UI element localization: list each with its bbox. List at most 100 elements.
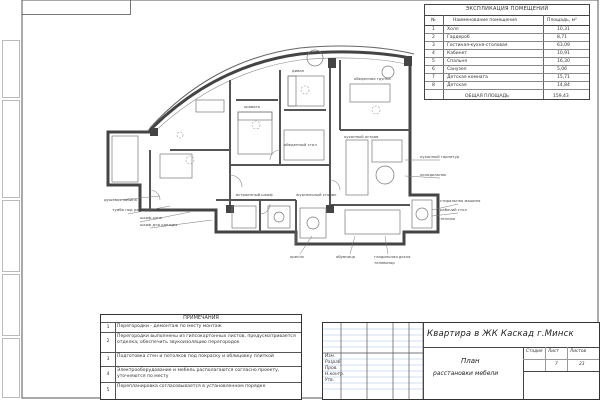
notes-divider (115, 322, 116, 399)
plan-label: холодильник (420, 172, 447, 177)
plan-label: стиральная машина (440, 198, 480, 203)
sheet-title: План (461, 357, 480, 365)
furniture (111, 49, 433, 239)
explication-title: ЭКСПЛИКАЦИЯ ПОМЕЩЕНИЙ (465, 6, 549, 12)
plan-label: тумба под раковину (112, 207, 153, 212)
role-label: Изм. (325, 354, 336, 359)
title-divider (523, 359, 599, 360)
frame-tab (22, 0, 131, 15)
total-row: ОБЩАЯ ПЛОЩАДЬ 159,43 (425, 93, 589, 101)
row-area: 14,84 (557, 82, 570, 88)
row-area: 15,71 (557, 74, 570, 80)
title-grid (323, 323, 423, 399)
row-name: Холл (447, 26, 459, 32)
sheet-border (21, 0, 599, 399)
explication-table: ЭКСПЛИКАЦИЯ ПОМЕЩЕНИЙ № Наименование пом… (424, 4, 590, 100)
total-value: 159,43 (553, 94, 569, 99)
note-row: 3 Подготовка стен и потолков под покраск… (101, 352, 301, 367)
row-name: Детская комната (447, 74, 488, 80)
margin-cell (2, 338, 20, 398)
header-area: Площадь, м² (547, 18, 577, 23)
plan-label: душевая кабина (104, 197, 137, 202)
project-title: Квартира в ЖК Каскад г.Минск (427, 329, 574, 339)
title-divider (523, 347, 524, 399)
row-area: 10,31 (557, 26, 570, 32)
plan-label: обувница (336, 254, 355, 259)
total-label: ОБЩАЯ ПЛОЩАДЬ (465, 94, 510, 99)
notes-title: ПРИМЕЧАНИЯ (183, 315, 219, 321)
note-text: Электрооборудование и мебель располагают… (117, 368, 280, 379)
note-row: 1 Перегородки - демонтаж по месту монтаж (101, 322, 301, 333)
table-row: 8 Детская 14,84 (425, 81, 589, 90)
plan-label: обеденная группа (354, 76, 391, 81)
title-divider (523, 371, 599, 372)
note-row: 5 Перепланировка согласовывается в устан… (101, 382, 301, 400)
margin-cell (2, 200, 20, 272)
row-area: 10,91 (557, 50, 570, 56)
table-row: 7 Детская комната 15,71 (425, 73, 589, 82)
margin-stamp (0, 0, 22, 400)
table-row: 4 Кабинет 10,91 (425, 49, 589, 58)
door-swings (149, 149, 341, 215)
row-num: 5 (432, 58, 435, 64)
row-num: 7 (432, 74, 435, 80)
row-name: Детская (447, 82, 467, 88)
row-name: Санузел (447, 66, 467, 72)
row-name: Спальня (447, 58, 468, 64)
margin-cell (2, 100, 20, 198)
row-area: 16,30 (557, 58, 570, 64)
row-area: 63,09 (557, 42, 570, 48)
plan-label: рабочий стол (440, 207, 467, 212)
table-row: 2 Гардероб 8,71 (425, 33, 589, 42)
stage-label: Стадия (526, 349, 543, 354)
note-num: 4 (106, 372, 110, 377)
plan-label: журнальный столик (296, 192, 337, 197)
plan-label: стеллаж (438, 216, 456, 221)
sheets-total: 23 (579, 362, 585, 367)
note-row: 4 Электрооборудование и мебель располага… (101, 366, 301, 383)
title-divider (423, 347, 599, 348)
plan-label: шкаф-купе (140, 215, 163, 220)
row-name: Кабинет (447, 50, 467, 56)
plan-label: телевизор (374, 260, 395, 265)
notes-table: ПРИМЕЧАНИЯ 1 Перегородки - демонтаж по м… (100, 314, 302, 400)
plan-labels: душевая кабина тумба под раковину шкаф-к… (104, 68, 480, 265)
note-text: Подготовка стен и потолков под покраску … (117, 354, 274, 359)
role-label: Утв. (325, 378, 335, 383)
note-text: Перегородки - демонтаж по месту монтаж (117, 324, 222, 329)
table-row: 6 Санузел 5,06 (425, 65, 589, 74)
margin-cell (2, 40, 20, 98)
glazing (149, 45, 415, 129)
row-area: 5,06 (557, 66, 568, 72)
outer-walls (106, 50, 440, 246)
plan-label: гладильная доска (374, 254, 410, 259)
plan-label: диван (292, 68, 305, 73)
margin-cell (2, 274, 20, 336)
leader-lines (119, 159, 459, 255)
row-area: 8,71 (557, 34, 568, 40)
table-row: 5 Спальня 16,30 (425, 57, 589, 66)
role-label: Разраб. (325, 360, 342, 365)
title-divider (423, 323, 424, 399)
role-label: Пров. (325, 366, 338, 371)
plan-label: обеденный стол (284, 142, 317, 147)
title-divider (567, 347, 568, 371)
partitions (149, 58, 410, 244)
note-num: 1 (106, 325, 110, 330)
plan-label: кухонный остров (344, 134, 379, 139)
plan-label: встроенный шкаф (236, 192, 273, 197)
row-num: 6 (432, 66, 435, 72)
sheet-label: Лист (548, 349, 559, 354)
explication-header: № Наименование помещения Площадь, м² (425, 15, 589, 26)
row-name: Гостиная-кухня-столовая (447, 42, 508, 48)
columns (150, 56, 412, 213)
note-num: 3 (106, 357, 110, 362)
sheet-number: 7 (555, 362, 558, 367)
plan-label: кресло (290, 254, 305, 259)
row-num: 3 (432, 42, 435, 48)
note-text: Перегородки выполнены из гипсокартонных … (117, 334, 296, 345)
title-divider (545, 347, 546, 371)
glazing (151, 57, 407, 135)
